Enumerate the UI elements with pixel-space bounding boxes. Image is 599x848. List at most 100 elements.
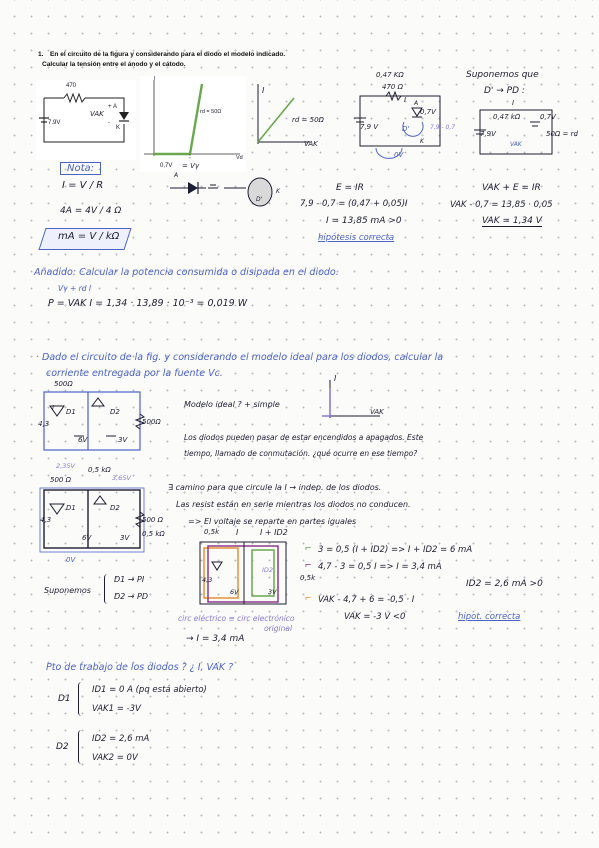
diode-symbol: [119, 112, 129, 120]
circ2-a: A: [414, 100, 419, 107]
graph-y-axis-label: I: [154, 76, 156, 82]
anode-label: A: [113, 104, 118, 110]
work-d2-line1: ID2 = 2,6 mA: [92, 734, 150, 744]
fig3-d2: D2: [110, 504, 120, 512]
fig4-caption2: original: [264, 624, 293, 633]
sup-src: 7,9V: [480, 130, 496, 138]
circ2-0v: 0V: [394, 151, 404, 159]
calc1-line1: E = IR: [336, 183, 364, 193]
note-formula1: I = V / R: [62, 180, 104, 191]
fig2-v1: 4,3: [38, 420, 50, 428]
diode-sketch-svg: [170, 177, 273, 207]
calc1-line3: I = 13,85 mA >0: [326, 216, 402, 226]
loop-eq4: VAK - 4,7 + 6 = -0,5 · I: [318, 595, 415, 605]
fig3-0v: 0V: [66, 556, 76, 564]
fig3-v1: 4,3: [40, 516, 52, 524]
ideal-x: VAK: [370, 408, 384, 416]
loop-green-mark-icon: ⌐: [305, 542, 312, 554]
fig4-r-right: 0,5k: [300, 574, 316, 582]
sup2-label: Suponemos: [44, 586, 91, 595]
sup-rd: 50Ω = rd: [546, 130, 578, 138]
fig2-d1: D1: [66, 408, 76, 416]
fig4-result: → I = 3,4 mA: [186, 634, 245, 644]
switch-line1: Los diodos pueden pasar de estar encendi…: [184, 433, 424, 442]
calc1-line2: 7,9 - 0,7 = (0,47 + 0,05)I: [300, 199, 408, 209]
calc2-line1: VAK + E = IR: [482, 183, 541, 193]
suponemos-line2: D' → PD :: [484, 86, 525, 96]
resistor-470: [63, 92, 86, 104]
sup-vd: 0,7V: [540, 113, 556, 121]
fig3-v-top2: 3,65V: [112, 474, 131, 482]
problem1-number: 1.: [38, 51, 44, 58]
fig4-i: I: [236, 528, 239, 537]
circuit2-svg: [354, 90, 441, 159]
power-sub: Vγ + rd I: [58, 284, 92, 293]
fig4-i-sum: I + ID2: [260, 528, 288, 537]
fig4-v3: 3V: [268, 588, 277, 596]
loop-eq6: hipot. correcta: [458, 612, 521, 622]
graph-x-axis-label: Vd: [236, 155, 243, 161]
ideal-graph-svg: [322, 380, 380, 418]
circ2-vd: 0,7V: [420, 108, 436, 116]
sup-r: 0,47 kΩ: [493, 113, 521, 121]
graph-knee-label: 0,7V: [160, 163, 173, 169]
sup2-d2: D2 → PD: [114, 592, 149, 601]
circ2-d: D': [402, 125, 410, 133]
fig3-d1: D1: [66, 504, 76, 512]
work-d2-line2: VAK2 = 0V: [92, 753, 138, 763]
problem2-line2: corriente entregada por la fuente Vc.: [46, 368, 223, 379]
loop-eq5: VAK = -3 V <0: [344, 612, 406, 622]
fig2-r-top: 500Ω: [54, 380, 73, 388]
source-label: 7.9V: [48, 120, 61, 126]
circ2-vd-note: 7,9 - 0,7: [430, 124, 456, 131]
circuit1-svg: [39, 92, 129, 143]
fig2-i: I: [52, 404, 55, 412]
problem1-statement-line2: Calcular la tensión entre el ánodo y el …: [42, 61, 186, 68]
circ2-i: I: [404, 96, 407, 104]
work-d1-brace: [78, 682, 85, 716]
fig2-d2: D2: [110, 408, 120, 416]
resistor-label: 470: [66, 83, 77, 89]
fig3-r-top: 0,5 kΩ: [88, 466, 111, 474]
work-d1: D1: [58, 694, 71, 704]
vak-label: VAK: [90, 110, 104, 118]
camino-line2: Las resist están en serie mientras los d…: [176, 500, 411, 509]
camino-line1: ∃ camino para que circule la I → indep. …: [168, 483, 382, 492]
model-sketch-svg: [257, 84, 310, 144]
note-formula3: mA = V / kΩ: [58, 231, 120, 242]
circ2-src: 7,9 V: [360, 123, 379, 131]
fig3-v-top1: 2,35V: [56, 462, 75, 470]
diode-sketch-a: A: [174, 172, 179, 179]
loop-eq2: 4,7 - 3 = 0,5 I => I = 3,4 mA: [318, 562, 442, 572]
switch-line2: tiempo, llamado de conmutación. ¿qué ocu…: [184, 449, 418, 458]
loop-orange-mark-icon: ⌐: [305, 592, 312, 604]
fig4-caption1: circ eléctrico ≡ circ electrónico: [178, 614, 295, 623]
calc2-line2: VAK - 0,7 = 13,85 · 0,05: [450, 200, 553, 210]
fig4-r-top: 0,5k: [204, 528, 220, 536]
calc1-line4: hipótesis correcta: [318, 233, 395, 243]
fig2-v2: 6V: [78, 436, 88, 444]
fig3-r-right2: 0,5 kΩ: [142, 530, 165, 538]
sup2-d1: D1 → PI: [114, 575, 145, 584]
circ2-r-top: 0,47 KΩ: [376, 71, 404, 79]
ideal-y: I: [334, 374, 337, 383]
circ2-k: K: [420, 138, 424, 145]
loop-eq1: 3 = 0,5 (I + ID2) => I + ID2 = 6 mA: [318, 545, 473, 555]
suponemos-line1: Suponemos que: [466, 70, 539, 80]
diode-sketch-k: K: [276, 188, 280, 195]
model-y-label: I: [262, 86, 265, 95]
graph-knee-eq: = Vγ: [182, 162, 200, 170]
work-title: Pto de trabajo de los diodos ? ¿ I, VAK …: [46, 662, 234, 673]
fig2-v3: 3V: [118, 436, 128, 444]
camino-line3: => El voltaje se reparte en partes igual…: [188, 517, 357, 526]
power-equation: P = VAK I = 1,34 · 13,89 · 10⁻³ = 0,019 …: [48, 298, 248, 309]
sup2-brace: [104, 574, 111, 604]
work-d2-brace: [78, 730, 85, 764]
circ2-r-val: 470 Ω: [382, 83, 403, 91]
minus-sign: -: [108, 120, 110, 126]
graph-svg: [144, 80, 240, 160]
note-formula2: 4A = 4V / 4 Ω: [60, 206, 122, 216]
fig3-r-right: 500 Ω: [142, 516, 163, 524]
model-rd-label: rd = 50Ω: [292, 116, 324, 124]
circuit-fig4-svg: [199, 541, 287, 605]
